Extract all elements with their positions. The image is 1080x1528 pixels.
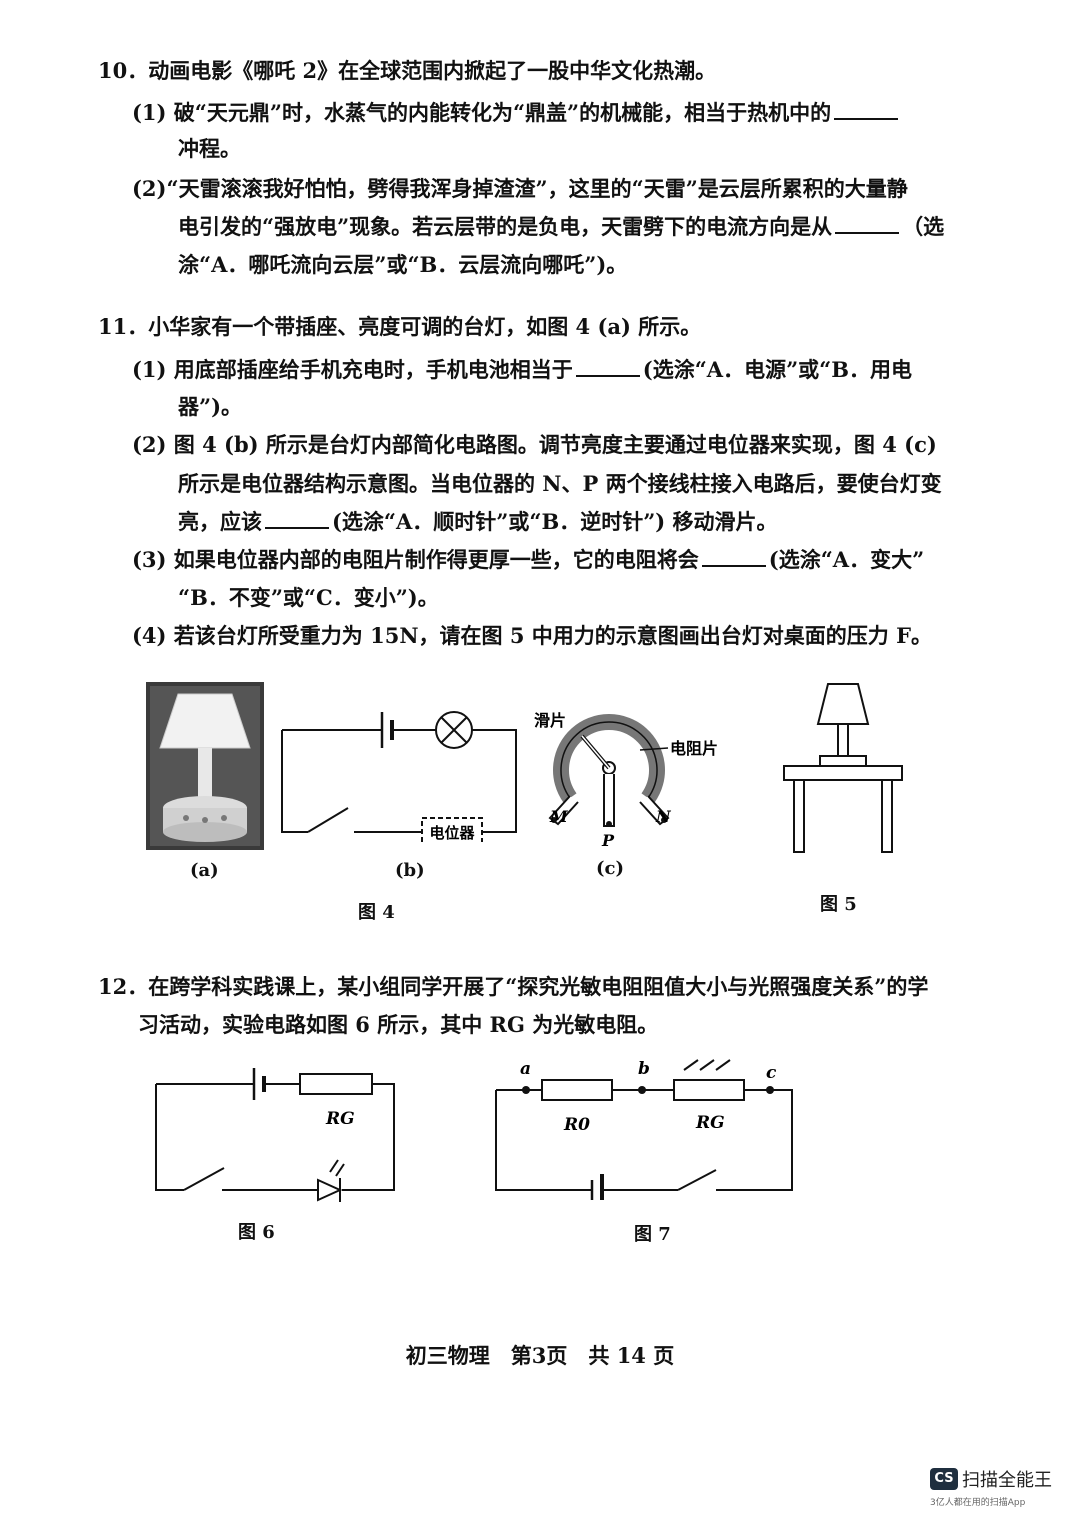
page-footer: 初三物理 第3页 共 14 页 bbox=[405, 1343, 675, 1368]
fig7-point-a: a bbox=[520, 1059, 531, 1079]
answer-blank[interactable] bbox=[701, 547, 766, 567]
resistor-strip-label: 电阻片 bbox=[670, 739, 718, 758]
fig7-circuit: a b c R0 RG bbox=[495, 1059, 793, 1200]
fig4-caption: 图 4 bbox=[358, 902, 395, 923]
fig7-point-c: c bbox=[766, 1063, 777, 1083]
q11-part1-line1: (1) 用底部插座给手机充电时，手机电池相当于(选涂“A．电源”或“B．用电 bbox=[132, 357, 913, 382]
q11-part3-line2: “B．不变”或“C．变小”)。 bbox=[178, 585, 439, 610]
q11-part3-line1: (3) 如果电位器内部的电阻片制作得更厚一些，它的电阻将会(选涂“A．变大” bbox=[132, 547, 925, 572]
fig4b-circuit: 电位器 bbox=[281, 711, 517, 842]
terminal-P: P bbox=[601, 831, 615, 850]
q10-part2-line2: 电引发的“强放电”现象。若云层带的是负电，天雷劈下的电流方向是从（选 bbox=[178, 214, 945, 239]
q12-stem-line1: 12．在跨学科实践课上，某小组同学开展了“探究光敏电阻阻值大小与光照强度关系”的… bbox=[98, 974, 929, 999]
q10-part2-line1: (2)“天雷滚滚我好怕怕，劈得我浑身掉渣渣”，这里的“天雷”是云层所累积的大量静 bbox=[132, 176, 908, 201]
fig4a-label: (a) bbox=[190, 860, 219, 881]
fig7-RG: RG bbox=[695, 1113, 725, 1133]
fig7-R0: R0 bbox=[563, 1115, 590, 1135]
q11-part2-line1: (2) 图 4 (b) 所示是台灯内部简化电路图。调节亮度主要通过电位器来实现，… bbox=[132, 432, 937, 457]
potentiometer-label: 电位器 bbox=[429, 824, 475, 842]
fig4c-label: (c) bbox=[596, 858, 624, 879]
fig4b-label: (b) bbox=[395, 860, 425, 881]
answer-blank[interactable] bbox=[834, 100, 899, 120]
q11-part1-line2: 器”)。 bbox=[178, 394, 243, 419]
fig6-caption: 图 6 bbox=[238, 1222, 275, 1243]
q11-stem: 11．小华家有一个带插座、亮度可调的台灯，如图 4 (a) 所示。 bbox=[98, 314, 702, 339]
slider-label: 滑片 bbox=[534, 711, 566, 730]
fig4c-potentiometer: 滑片 电阻片 M P N bbox=[534, 711, 718, 850]
q11-part2-line2: 所示是电位器结构示意图。当电位器的 N、P 两个接线柱接入电路后，要使台灯变 bbox=[178, 471, 942, 496]
fig6-circuit: RG bbox=[155, 1068, 395, 1202]
fig6-RG: RG bbox=[325, 1109, 355, 1129]
scanner-app-name: 扫描全能王 bbox=[962, 1470, 1052, 1491]
answer-blank[interactable] bbox=[265, 509, 329, 529]
q11-part2-line3: 亮，应该(选涂“A．顺时针”或“B．逆时针”) 移动滑片。 bbox=[178, 509, 778, 534]
q10-part1-line1: (1) 破“天元鼎”时，水蒸气的内能转化为“鼎盖”的机械能，相当于热机中的 bbox=[132, 98, 901, 128]
fig7-caption: 图 7 bbox=[634, 1224, 671, 1245]
answer-blank[interactable] bbox=[575, 357, 640, 377]
fig5-caption: 图 5 bbox=[820, 894, 857, 915]
answer-blank[interactable] bbox=[835, 214, 900, 234]
q10-part1-line2: 冲程。 bbox=[178, 136, 241, 161]
q10-part2-line3: 涂“A．哪吒流向云层”或“B．云层流向哪吒”)。 bbox=[178, 252, 628, 277]
scanner-logo-icon: CS bbox=[930, 1468, 958, 1490]
lamp-photo bbox=[146, 682, 264, 850]
q11-part4: (4) 若该台灯所受重力为 15N，请在图 5 中用力的示意图画出台灯对桌面的压… bbox=[132, 623, 932, 648]
terminal-N: N bbox=[655, 807, 672, 826]
q12-stem-line2: 习活动，实验电路如图 6 所示，其中 RG 为光敏电阻。 bbox=[138, 1012, 659, 1037]
q10-stem: 10．动画电影《哪吒 2》在全球范围内掀起了一股中华文化热潮。 bbox=[98, 58, 717, 83]
fig7-point-b: b bbox=[638, 1059, 650, 1079]
terminal-M: M bbox=[549, 807, 569, 826]
scanner-slogan: 3亿人都在用的扫描App bbox=[930, 1498, 1026, 1508]
fig5-lamp-on-table bbox=[783, 683, 903, 853]
